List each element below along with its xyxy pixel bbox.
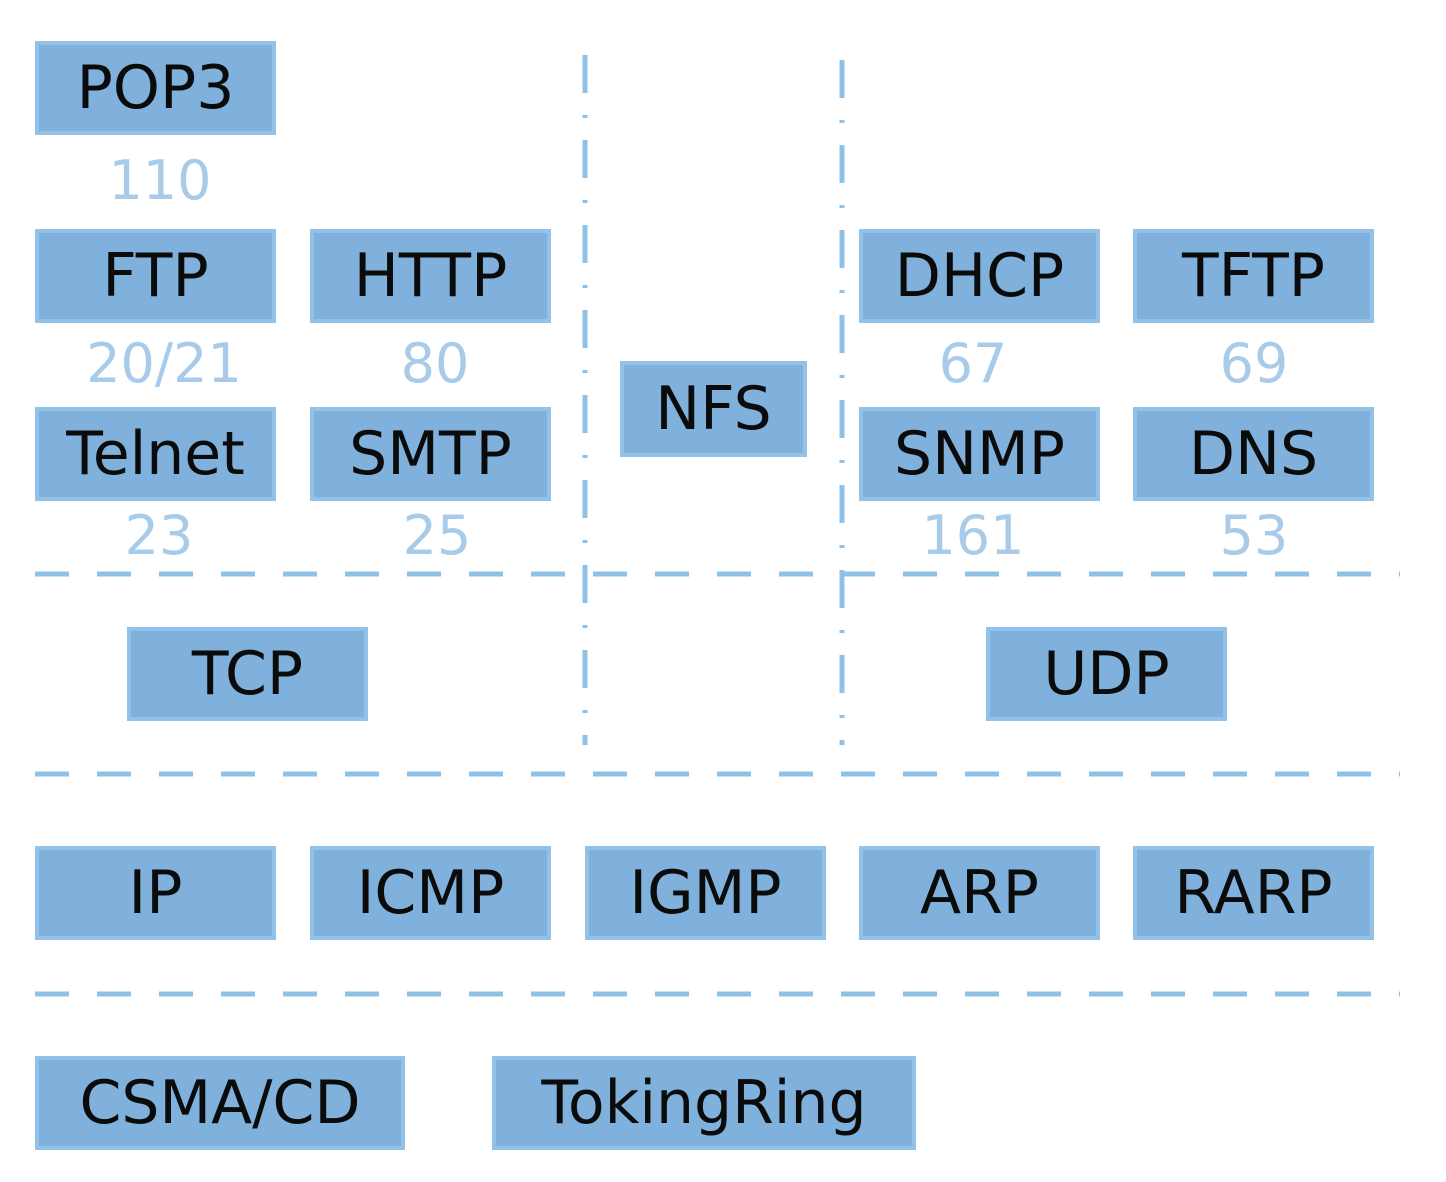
ftp-port: 20/21 (86, 332, 242, 395)
tftp-port: 69 (1219, 332, 1289, 395)
pop3-box: POP3 (35, 41, 276, 135)
ip-box: IP (35, 846, 276, 940)
dhcp-box: DHCP (859, 229, 1100, 323)
tftp-box: TFTP (1133, 229, 1374, 323)
icmp-box: ICMP (310, 846, 551, 940)
snmp-box: SNMP (859, 407, 1100, 501)
arp-box: ARP (859, 846, 1100, 940)
dhcp-port: 67 (938, 332, 1008, 395)
dns-box: DNS (1133, 407, 1374, 501)
igmp-box: IGMP (585, 846, 826, 940)
dns-port: 53 (1219, 504, 1289, 567)
http-port: 80 (400, 332, 470, 395)
udp-box: UDP (986, 627, 1227, 721)
tcp-box: TCP (127, 627, 368, 721)
csma-cd-box: CSMA/CD (35, 1056, 405, 1150)
telnet-box: Telnet (35, 407, 276, 501)
smtp-box: SMTP (310, 407, 551, 501)
ftp-box: FTP (35, 229, 276, 323)
nfs-box: NFS (620, 361, 807, 457)
pop3-port: 110 (108, 149, 212, 212)
snmp-port: 161 (921, 504, 1025, 567)
telnet-port: 23 (124, 504, 194, 567)
rarp-box: RARP (1133, 846, 1374, 940)
smtp-port: 25 (402, 504, 472, 567)
http-box: HTTP (310, 229, 551, 323)
token-ring-box: TokingRing (492, 1056, 916, 1150)
